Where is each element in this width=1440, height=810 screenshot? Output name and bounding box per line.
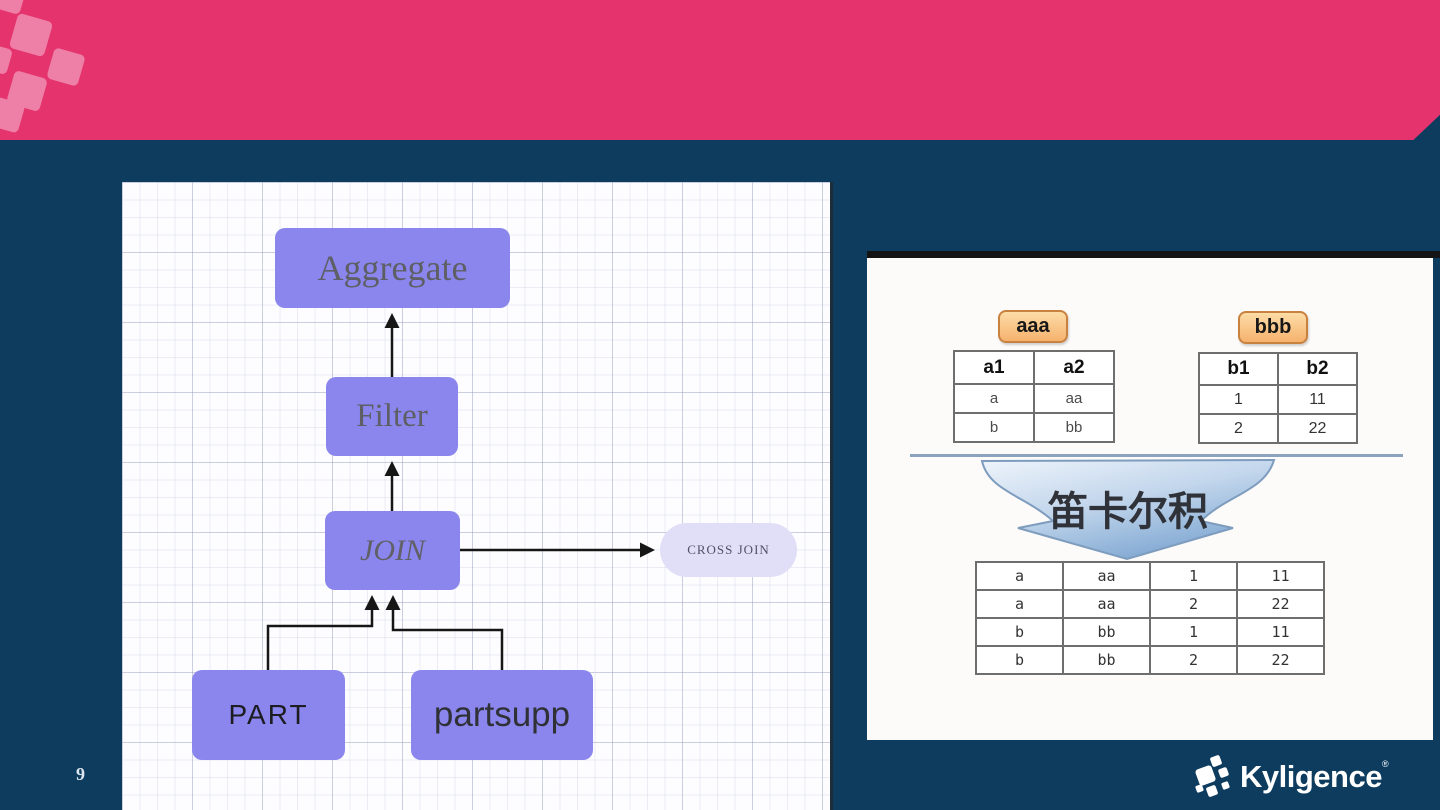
table-a-title: aaa: [998, 310, 1068, 343]
table-cell: aa: [1062, 561, 1151, 591]
diamond-icon: [8, 12, 54, 58]
funnel-arrow: [980, 458, 1276, 561]
table-cell: aa: [1033, 383, 1115, 414]
node-filter: Filter: [326, 377, 458, 456]
node-aggregate: Aggregate: [275, 228, 510, 308]
table-cell: aa: [1062, 589, 1151, 619]
table-header-cell: a1: [953, 350, 1035, 385]
table-header-cell: b2: [1277, 352, 1358, 386]
table-cell: bb: [1062, 617, 1151, 647]
table-cell: b: [953, 412, 1035, 443]
node-cross-join-label: CROSS JOIN: [687, 542, 770, 557]
table-cell: 2: [1198, 413, 1279, 444]
table-cell: 2: [1149, 645, 1238, 675]
table-cell: 2: [1149, 589, 1238, 619]
table-cell: bb: [1062, 645, 1151, 675]
table-cell: a: [953, 383, 1035, 414]
table-cell: 11: [1236, 617, 1325, 647]
brand-logo: Kyligence ®: [1194, 755, 1389, 799]
brand-name: Kyligence: [1240, 759, 1382, 794]
table-cell: 1: [1149, 561, 1238, 591]
flowchart-connectors: [266, 313, 655, 670]
node-partsupp-label: partsupp: [433, 695, 571, 734]
table-b-title-text: bbb: [1254, 316, 1292, 338]
table-cell: 11: [1277, 384, 1358, 415]
table-cell: 22: [1236, 645, 1325, 675]
table-cell: a: [975, 589, 1064, 619]
node-part-label: PART: [228, 699, 309, 730]
header-banner: [0, 0, 1440, 140]
flowchart-panel: Aggregate Filter JOIN PART partsupp CROS…: [122, 182, 833, 810]
node-join: JOIN: [325, 511, 460, 590]
table-cell: 11: [1236, 561, 1325, 591]
node-aggregate-label: Aggregate: [317, 248, 468, 288]
kyligence-mark-icon: [1195, 755, 1230, 797]
edge-partsupp-join: [385, 595, 504, 670]
panel-top-border: [867, 251, 1440, 258]
diamond-icon: [0, 0, 26, 15]
trademark-symbol: ®: [1381, 759, 1389, 769]
table-cell: b: [975, 617, 1064, 647]
edge-part-join: [266, 595, 380, 670]
table-b-title: bbb: [1238, 311, 1308, 344]
table-cell: 1: [1149, 617, 1238, 647]
node-filter-label: Filter: [356, 398, 428, 434]
diamond-icon: [46, 47, 86, 87]
table-cell: 1: [1198, 384, 1279, 415]
table-cell: bb: [1033, 412, 1115, 443]
divider-line: [910, 454, 1403, 457]
table-cell: 22: [1277, 413, 1358, 444]
node-partsupp: partsupp: [411, 670, 593, 760]
page-number: 9: [76, 764, 85, 784]
cartesian-product-label: 笛卡尔积: [1048, 490, 1208, 534]
table-header-cell: a2: [1033, 350, 1115, 385]
table-cell: a: [975, 561, 1064, 591]
node-join-label: JOIN: [360, 533, 425, 567]
node-part: PART: [192, 670, 345, 760]
table-header-cell: b1: [1198, 352, 1279, 386]
table-a-title-text: aaa: [1016, 315, 1050, 337]
table-cell: b: [975, 645, 1064, 675]
table-cell: 22: [1236, 589, 1325, 619]
node-cross-join: CROSS JOIN: [660, 523, 797, 577]
